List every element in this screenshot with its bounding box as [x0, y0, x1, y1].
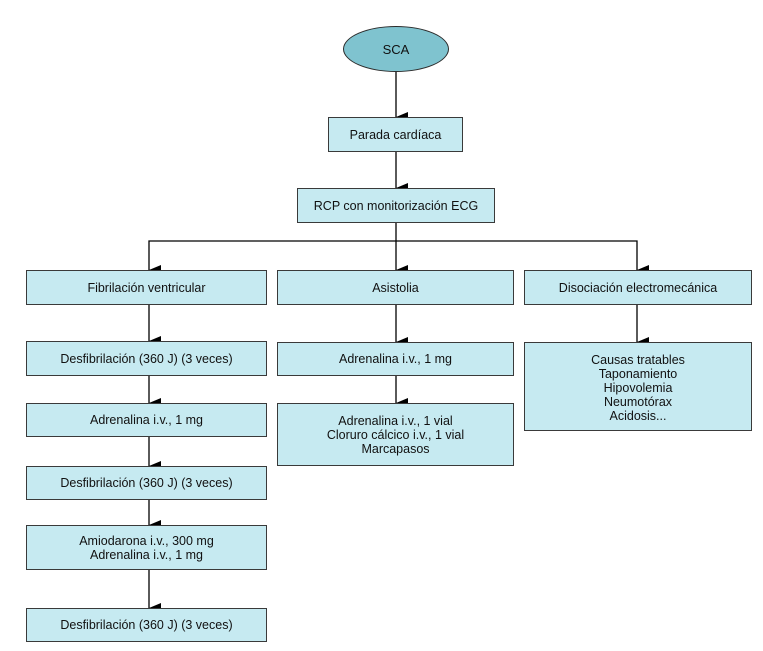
- asystole-title-box: Asistolia: [277, 270, 514, 305]
- emd-title-label: Disociación electromecánica: [558, 280, 718, 295]
- asystole-step-2-line-3: Marcapasos: [361, 441, 430, 456]
- vf-step-4-line-2: Adrenalina i.v., 1 mg: [89, 547, 204, 562]
- cardiac-arrest-label: Parada cardíaca: [349, 127, 442, 142]
- cpr-monitoring-box: RCP con monitorización ECG: [297, 188, 495, 223]
- emd-cause-pneumothorax: Neumotórax: [603, 395, 673, 409]
- arrow-cpr-to-emd: [396, 240, 649, 275]
- asystole-title-label: Asistolia: [372, 280, 419, 295]
- emd-causes-heading: Causas tratables: [591, 353, 685, 367]
- arrow-cpr-to-vf: [148, 240, 396, 275]
- cardiac-arrest-box: Parada cardíaca: [328, 117, 463, 152]
- vf-title-box: Fibrilación ventricular: [26, 270, 267, 305]
- vf-step-2-label: Adrenalina i.v., 1 mg: [89, 413, 204, 427]
- vf-step-5-label: Desfibrilación (360 J) (3 veces): [60, 618, 233, 632]
- vf-step-2-box: Adrenalina i.v., 1 mg: [26, 403, 267, 437]
- vf-step-4-box: Amiodarona i.v., 300 mg Adrenalina i.v.,…: [26, 525, 267, 570]
- vf-title-label: Fibrilación ventricular: [87, 280, 206, 295]
- vf-step-4-line-1: Amiodarona i.v., 300 mg: [79, 533, 214, 548]
- vf-step-1-box: Desfibrilación (360 J) (3 veces): [26, 341, 267, 376]
- vf-step-3-label: Desfibrilación (360 J) (3 veces): [60, 476, 233, 490]
- asystole-step-1-label: Adrenalina i.v., 1 mg: [338, 352, 453, 366]
- asystole-step-2-line-2: Cloruro cálcico i.v., 1 vial: [326, 427, 465, 442]
- emd-cause-tamponade: Taponamiento: [598, 367, 678, 381]
- asystole-step-1-box: Adrenalina i.v., 1 mg: [277, 342, 514, 376]
- emd-title-box: Disociación electromecánica: [524, 270, 752, 305]
- asystole-step-2-line-1: Adrenalina i.v., 1 vial: [338, 413, 453, 428]
- emd-causes-box: Causas tratables Taponamiento Hipovolemi…: [524, 342, 752, 431]
- cpr-monitoring-label: RCP con monitorización ECG: [313, 198, 479, 213]
- start-node-sca: SCA: [343, 26, 449, 72]
- vf-step-1-label: Desfibrilación (360 J) (3 veces): [60, 351, 233, 366]
- start-node-label: SCA: [382, 41, 410, 57]
- vf-step-3-box: Desfibrilación (360 J) (3 veces): [26, 466, 267, 500]
- emd-cause-acidosis: Acidosis...: [609, 409, 667, 423]
- emd-cause-hypovolemia: Hipovolemia: [603, 381, 673, 395]
- vf-step-5-box: Desfibrilación (360 J) (3 veces): [26, 608, 267, 642]
- asystole-step-2-box: Adrenalina i.v., 1 vial Cloruro cálcico …: [277, 403, 514, 466]
